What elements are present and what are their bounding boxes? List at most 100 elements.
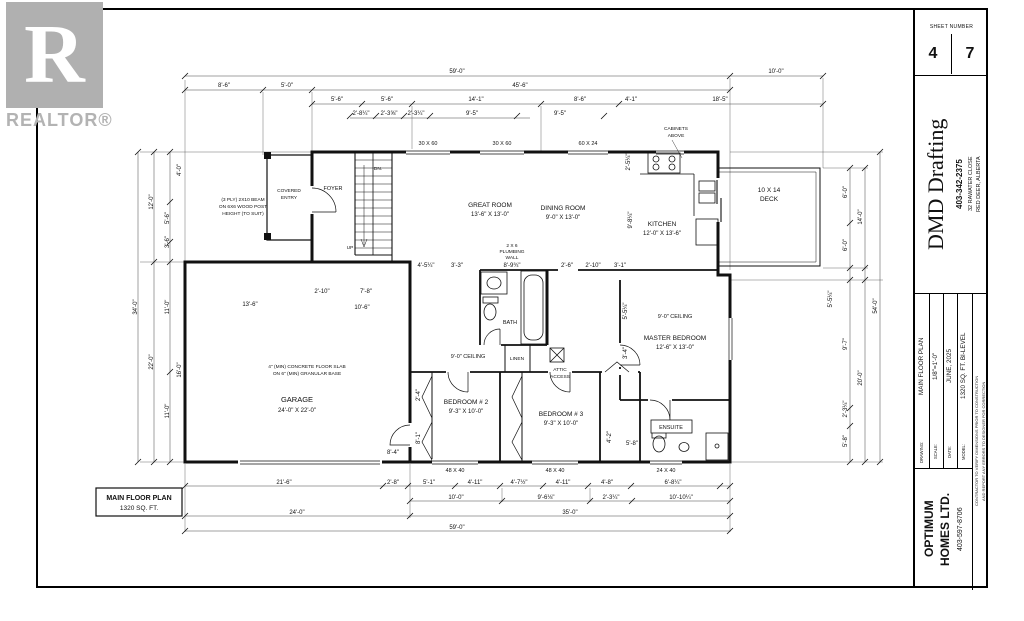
divider — [957, 293, 958, 468]
window-size-label: 48 X 40 — [546, 468, 565, 474]
garage-overhead-door — [240, 460, 380, 465]
window-size-label: 48 X 40 — [446, 468, 465, 474]
cabinets-leader — [671, 139, 683, 159]
dim-label: 2'-4" — [416, 389, 422, 401]
realtor-brand-text: REALTOR® — [6, 110, 113, 130]
front-door — [311, 187, 337, 213]
deck-label2: DECK — [760, 196, 779, 203]
dim-label: 8'-9¾" — [504, 263, 521, 269]
room-labels: COVERED ENTRY FOYER DN. UP GREAT ROOM 13… — [219, 126, 781, 431]
attic-access-label: ATTIC — [553, 367, 567, 373]
dim-label: 59'-0" — [449, 525, 464, 531]
field-date-label: DATE: — [947, 445, 952, 459]
kitchen-counter — [640, 173, 695, 216]
dim-label: 2'-10" — [585, 263, 600, 269]
great-room-size: 13'-6" X 13'-0" — [471, 212, 509, 218]
toilet-icon — [483, 303, 497, 321]
realtor-logo-letter: R — [24, 8, 85, 101]
sheet-number: 4 7 — [915, 34, 988, 74]
firm-phone: 403-342-2375 — [955, 159, 964, 209]
ensuite-label: ENSUITE — [659, 425, 683, 431]
title-block: SHEET NUMBER 4 7 DMD Drafting 403-342-23… — [913, 10, 988, 590]
dim-label: 5'-8" — [843, 435, 849, 447]
bed3-closet-doors — [511, 375, 523, 461]
plumbing-wall-note3: WALL — [506, 255, 519, 261]
bed2-door — [447, 371, 469, 393]
dim-label: 18'-5" — [712, 97, 727, 103]
master-door — [619, 344, 641, 366]
beam-note3: HEIGHT (TO SUIT) — [222, 211, 264, 217]
dimension-lines — [134, 72, 884, 535]
bathtub-inner — [523, 274, 544, 341]
dims-left: 4'-0" 12'-0" 5'-6" 3'-6" 34'-0" 11'-0" 2… — [133, 164, 183, 418]
deck-label: 10 X 14 — [758, 187, 781, 194]
dim-label: 5'-5¼" — [828, 291, 834, 308]
plan-title: MAIN FLOOR PLAN — [106, 495, 171, 502]
bath-vanity — [480, 271, 508, 295]
bath-door — [483, 328, 501, 346]
master-bedroom-size: 12'-6" X 13'-0" — [656, 345, 694, 351]
kitchen-size: 12'-0" X 13'-6" — [643, 231, 681, 237]
dim-label: 9'-6⅛" — [538, 495, 555, 501]
bed3-door — [549, 371, 571, 393]
firm-address: 32 RAWATER CLOSE — [968, 156, 974, 212]
dim-label: 2'-5¼" — [626, 154, 632, 171]
dim-label: 6'-8¼" — [665, 480, 682, 486]
kitchen-fixtures — [640, 152, 719, 246]
linen-label: LINEN — [510, 356, 525, 362]
dim-label: 5'-6" — [381, 97, 393, 103]
sheet-number-label: SHEET NUMBER — [929, 24, 974, 30]
dim-label: 6'-0" — [843, 239, 849, 251]
dim-label: 21'-6" — [276, 480, 291, 486]
bath-label: BATH — [503, 320, 517, 326]
patio-door — [716, 180, 722, 222]
bedroom2-size: 9'-3" X 10'-0" — [449, 409, 484, 415]
foyer-label: FOYER — [324, 186, 343, 192]
dim-label: 16'-0" — [177, 362, 183, 377]
dim-label: 2'-3¼" — [603, 495, 620, 501]
bedroom3-label: BEDROOM # 3 — [539, 411, 584, 418]
divider — [972, 293, 973, 590]
master-closet-doors — [604, 361, 630, 373]
stove — [647, 152, 681, 174]
window-size-label: 30 X 60 — [493, 141, 512, 147]
dim-label: 45'-6" — [512, 83, 527, 89]
plumbing-wall-note2: PLUMBING — [499, 249, 524, 255]
covered-entry-label2: ENTRY — [281, 195, 298, 201]
dim-label: 22'-0" — [149, 354, 155, 369]
realtor-watermark: R REALTOR® — [6, 2, 116, 131]
dim-label: 10'-0" — [768, 69, 783, 75]
doors — [311, 187, 671, 461]
firm-name: DMD Drafting — [923, 118, 948, 250]
sheet-number-total: 7 — [965, 45, 975, 62]
kitchen-sink — [698, 180, 716, 192]
dim-label: 9'-7" — [843, 338, 849, 350]
dim-label: 5'-8" — [626, 441, 638, 447]
porch-post — [264, 233, 271, 240]
cabinets-above-note: CABINETS — [664, 126, 688, 132]
stairs-dn-label: DN. — [374, 166, 382, 172]
garage-note: 4" (MIN) CONCRETE FLOOR SLAB — [268, 364, 345, 370]
firm-city: RED DEER, ALBERTA — [976, 156, 982, 212]
bedroom3-size: 9'-3" X 10'-0" — [544, 421, 579, 427]
fridge — [695, 218, 719, 246]
dim-label: 9'-5" — [554, 111, 566, 117]
disclaimer: CONTRACTOR TO VERIFY DIMENSIONS PRIOR TO… — [974, 375, 979, 507]
toilet-tank — [482, 296, 499, 304]
dim-label: 9'-5" — [466, 111, 478, 117]
dim-label: 13'-6" — [242, 302, 257, 308]
dim-label: 2'-8" — [387, 480, 399, 486]
stairs-up-label: UP — [347, 245, 354, 251]
ensuite-door — [649, 399, 671, 421]
dim-label: 4'-2" — [607, 431, 613, 443]
garage-label: GARAGE — [281, 395, 313, 404]
dim-label: 2'-3⅝" — [381, 111, 398, 117]
beam-note2: ON 6X6 WOOD POST — [219, 204, 267, 210]
porch-post — [264, 152, 271, 159]
dim-label: 4'-11" — [556, 480, 571, 486]
bathtub — [520, 270, 547, 345]
dim-label: 9'-8¼" — [628, 212, 634, 229]
attic-access-label2: ACCESS — [550, 374, 570, 380]
window-labels: 30 X 60 30 X 60 60 X 24 48 X 40 48 X 40 … — [419, 141, 676, 474]
builder-phone: 403-597-8706 — [957, 507, 964, 551]
